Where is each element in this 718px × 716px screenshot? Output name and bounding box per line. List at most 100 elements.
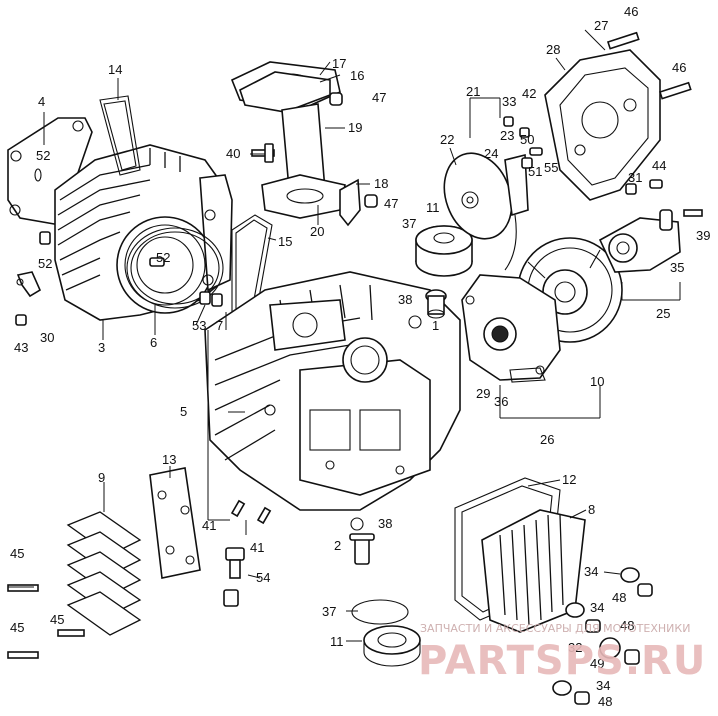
callout-31: 31 xyxy=(628,170,642,185)
watermark: ЗАПЧАСТИ И АКСЕССУАРЫ ДЛЯ МОТОТЕХНИКИ PA… xyxy=(418,622,706,684)
callout-48-b: 48 xyxy=(620,618,634,633)
callout-3: 3 xyxy=(98,340,105,355)
callout-52-a: 52 xyxy=(36,148,50,163)
callout-48-c: 48 xyxy=(598,694,612,709)
callout-45-c: 45 xyxy=(50,612,64,627)
callout-32: 32 xyxy=(568,640,582,655)
wire-24 xyxy=(504,214,517,271)
reed-plate-9 xyxy=(66,511,142,636)
callout-12: 12 xyxy=(562,472,576,487)
bolt-31-44 xyxy=(625,179,663,195)
callout-14: 14 xyxy=(108,62,122,77)
callout-55: 55 xyxy=(544,160,558,175)
nut-47 xyxy=(329,92,343,106)
spring-23 xyxy=(504,153,529,217)
clip-18 xyxy=(339,178,361,227)
callout-19: 19 xyxy=(348,120,362,135)
cylinder-o-ring xyxy=(126,227,224,309)
callout-38-b: 38 xyxy=(378,516,392,531)
nut-49 xyxy=(624,649,640,665)
callout-30: 30 xyxy=(40,330,54,345)
callout-2: 2 xyxy=(334,538,341,553)
callout-53: 53 xyxy=(192,318,206,333)
washer-34-b xyxy=(565,602,585,618)
callout-29: 29 xyxy=(476,386,490,401)
callout-54: 54 xyxy=(256,570,270,585)
callout-5: 5 xyxy=(180,404,187,419)
callout-47-a: 47 xyxy=(372,90,386,105)
o-ring-38-b xyxy=(350,517,364,531)
kick-starter-housing xyxy=(598,209,681,273)
bolt-33-42-50 xyxy=(503,116,543,169)
callout-21: 21 xyxy=(466,84,480,99)
bolt-45-a xyxy=(7,584,39,592)
spark-plug-cap-30 xyxy=(16,271,42,298)
callout-45-a: 45 xyxy=(10,546,24,561)
rocker-gasket xyxy=(99,95,141,176)
callout-6: 6 xyxy=(150,335,157,350)
callout-38-a: 38 xyxy=(398,292,412,307)
watermark-caption: ЗАПЧАСТИ И АКСЕССУАРЫ ДЛЯ МОТОТЕХНИКИ xyxy=(420,622,690,635)
callout-42: 42 xyxy=(522,86,536,101)
valve-cover-gasket-13 xyxy=(149,467,201,579)
bolt-45-c xyxy=(57,629,85,637)
callout-46-b: 46 xyxy=(672,60,686,75)
side-cover-28 xyxy=(544,49,661,201)
bolt-45-b xyxy=(7,651,39,659)
stator-plate xyxy=(461,274,561,383)
washer-34-c xyxy=(552,680,572,696)
callout-1: 1 xyxy=(432,318,439,333)
callout-34-a: 34 xyxy=(584,564,598,579)
callout-4: 4 xyxy=(38,94,45,109)
filter-cap xyxy=(415,225,473,277)
intake-pipe xyxy=(230,61,346,219)
nut-48-c xyxy=(574,691,590,705)
callout-11-b: 11 xyxy=(330,634,344,649)
callout-37-b: 37 xyxy=(322,604,336,619)
cylinder-head xyxy=(54,144,233,321)
callout-46-a: 46 xyxy=(624,4,638,19)
cap-32 xyxy=(599,637,621,659)
dowel-pin-52 xyxy=(39,231,165,267)
bolt-43 xyxy=(15,314,27,326)
callout-51: 51 xyxy=(528,164,542,179)
callout-50: 50 xyxy=(520,132,534,147)
callout-20: 20 xyxy=(310,224,324,239)
bolt-46 xyxy=(606,31,692,100)
callout-18: 18 xyxy=(374,176,388,191)
callout-48-a: 48 xyxy=(612,590,626,605)
callout-37-a: 37 xyxy=(402,216,416,231)
filter-cap-11-bottom xyxy=(363,625,421,667)
bolt-2 xyxy=(349,533,375,565)
callout-labels: 4 14 52 52 52 3 6 30 43 53 7 15 17 16 47… xyxy=(10,4,710,709)
callout-47-b: 47 xyxy=(384,196,398,211)
nut-53 xyxy=(199,291,223,307)
nut-48-a xyxy=(637,583,653,597)
callout-13: 13 xyxy=(162,452,176,467)
callout-11-a: 11 xyxy=(426,200,440,215)
nut-47-b xyxy=(364,194,378,208)
callout-44: 44 xyxy=(652,158,666,173)
callout-35: 35 xyxy=(670,260,684,275)
oil-filter-cap xyxy=(425,289,447,319)
o-ring-37-bottom xyxy=(351,599,409,625)
callout-36: 36 xyxy=(494,394,508,409)
callout-49: 49 xyxy=(590,656,604,671)
callout-33: 33 xyxy=(502,94,516,109)
callout-41-b: 41 xyxy=(250,540,264,555)
callout-15: 15 xyxy=(278,234,292,249)
bolt-39 xyxy=(683,209,703,217)
callout-28: 28 xyxy=(546,42,560,57)
callout-41-a: 41 xyxy=(202,518,216,533)
watermark-logo: PARTSPS.RU xyxy=(418,638,706,684)
callout-26: 26 xyxy=(540,432,554,447)
callout-52-b: 52 xyxy=(38,256,52,271)
oil-sender-54 xyxy=(223,547,245,607)
washer-34-a xyxy=(620,567,640,583)
callout-8: 8 xyxy=(588,502,595,517)
callout-43: 43 xyxy=(14,340,28,355)
o-ring-38 xyxy=(408,315,422,329)
callout-39: 39 xyxy=(696,228,710,243)
callout-34-c: 34 xyxy=(596,678,610,693)
